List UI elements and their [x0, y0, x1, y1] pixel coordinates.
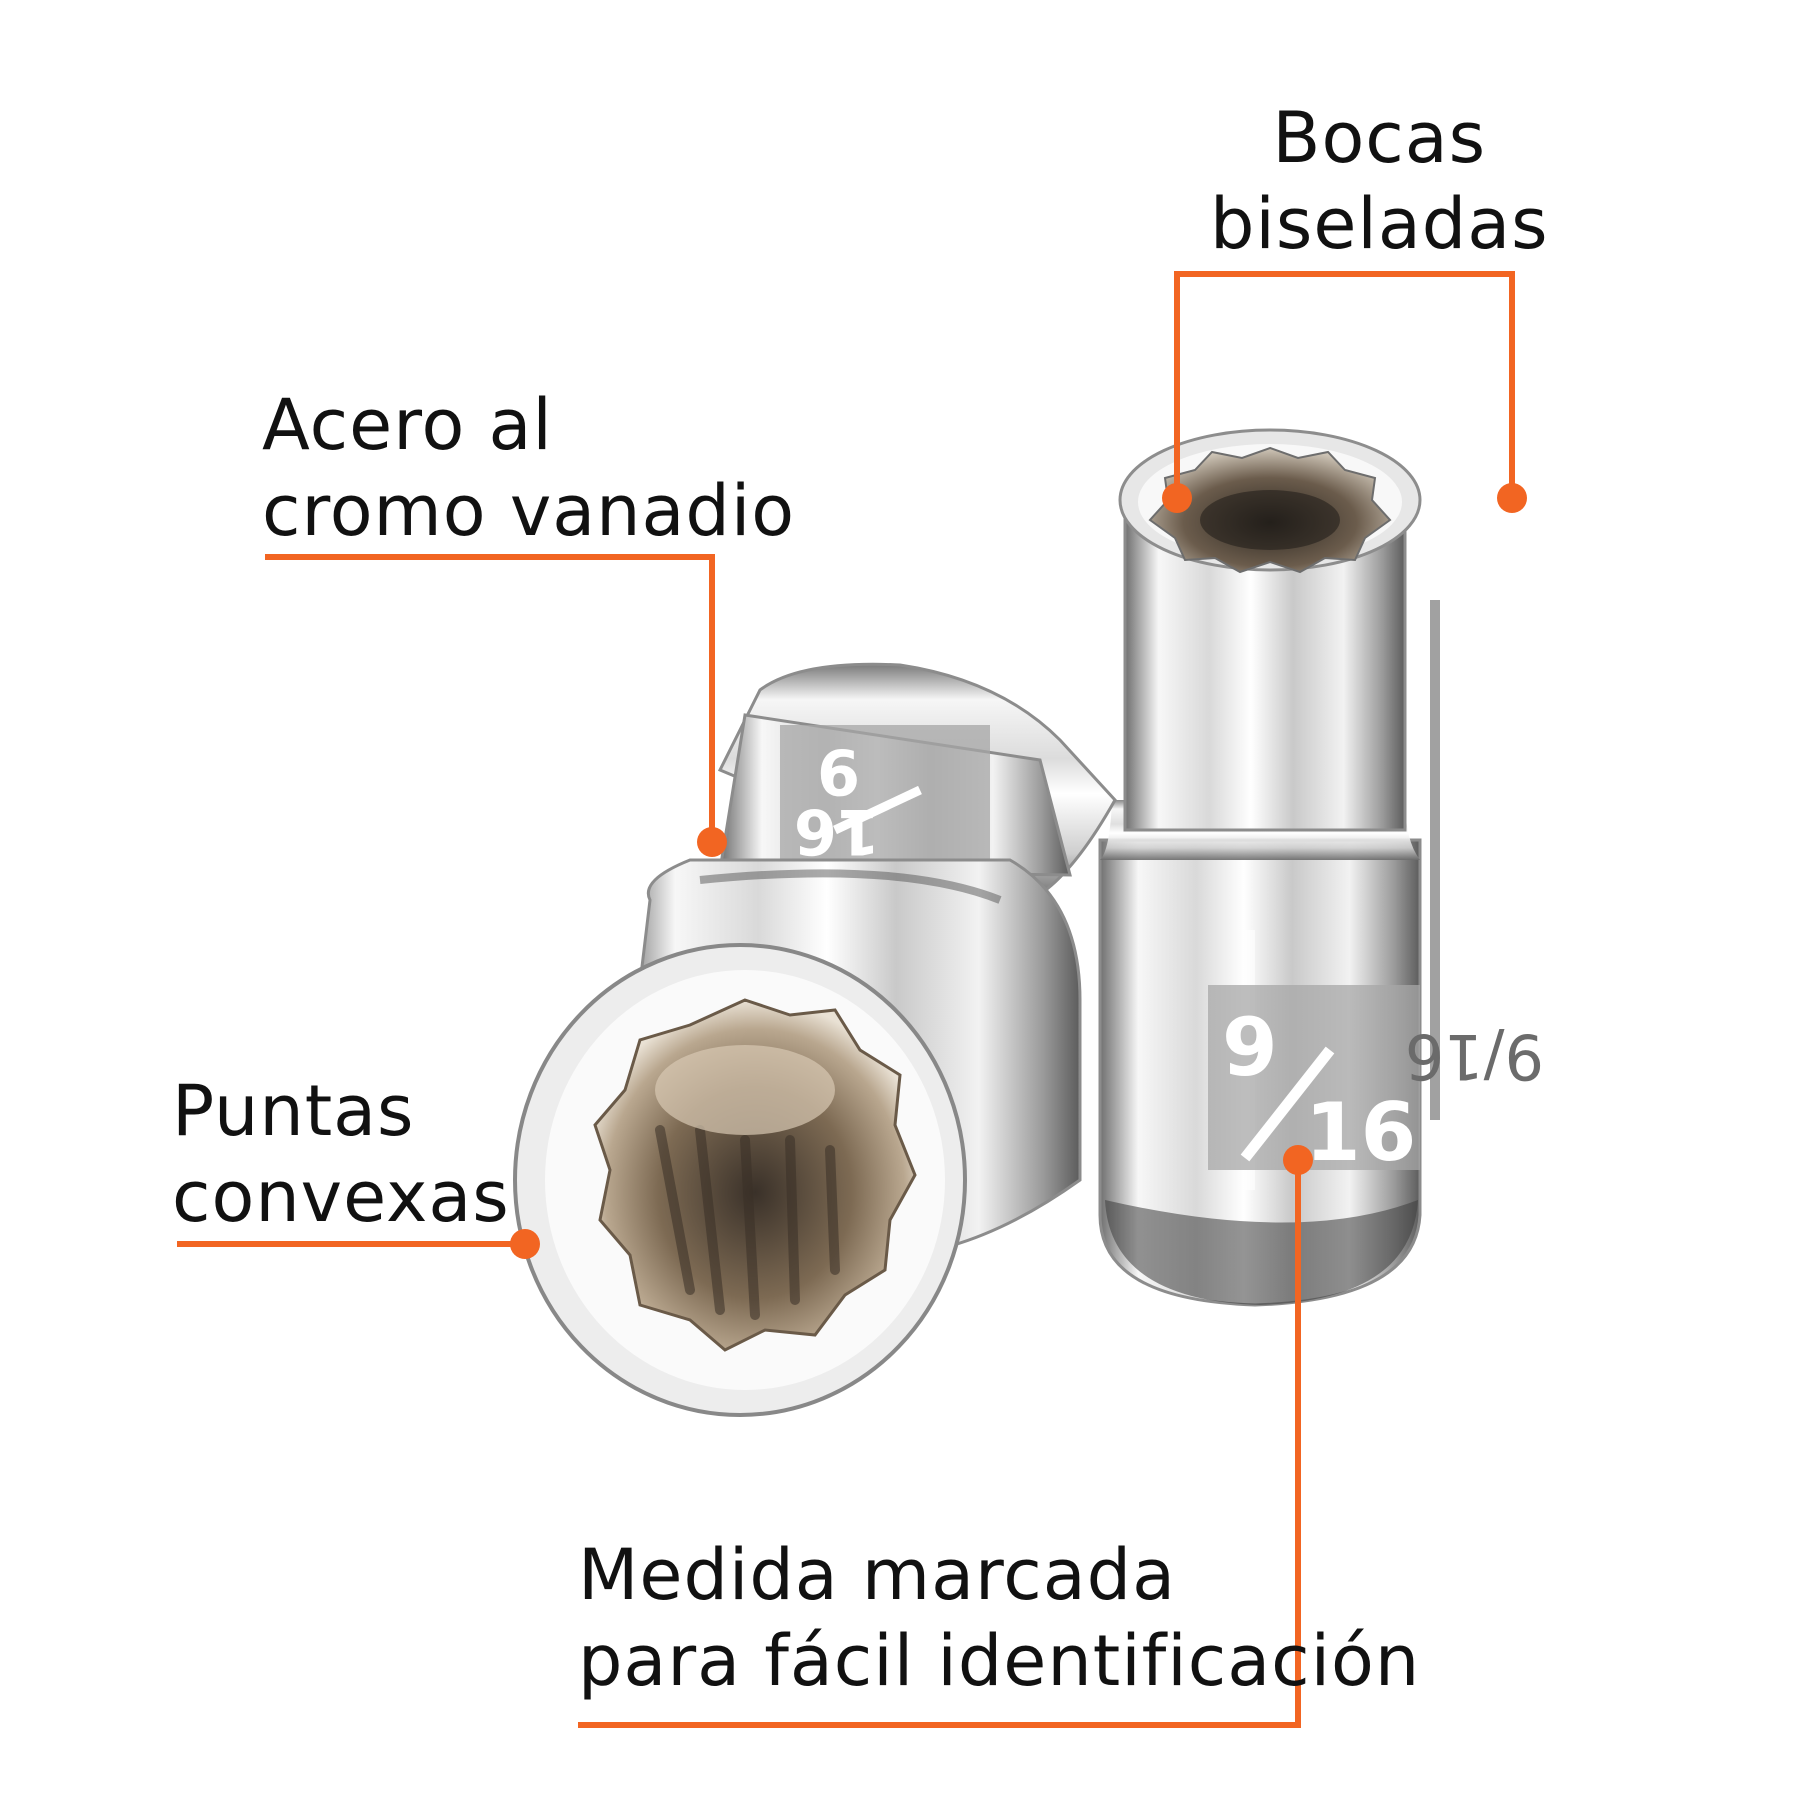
acero-dot — [697, 827, 727, 857]
acero-leader — [265, 554, 715, 842]
callout-acero-line2: cromo vanadio — [262, 470, 796, 552]
callout-bocas-line2: biseladas — [1210, 183, 1549, 265]
bocas-dot-left — [1162, 483, 1192, 513]
callout-medida-line2: para fácil identificación — [578, 1620, 1421, 1702]
size-marking-left: 9 16 — [780, 725, 990, 868]
callout-puntas-line1: Puntas — [172, 1070, 415, 1152]
callout-medida-line1: Medida marcada — [578, 1534, 1176, 1616]
callout-puntas: Puntas convexas — [172, 1068, 510, 1240]
callout-acero: Acero al cromo vanadio — [262, 382, 795, 554]
bocas-leader — [1174, 271, 1515, 498]
right-socket: 9 16 9/16 — [1098, 428, 1544, 1307]
size-marking-right: 9 16 — [1208, 985, 1420, 1179]
left-socket: 9 16 — [513, 662, 1117, 1417]
svg-text:9/16: 9/16 — [1405, 1020, 1544, 1093]
bocas-dot-right — [1497, 483, 1527, 513]
callout-acero-line1: Acero al — [262, 384, 553, 466]
callout-leaders — [177, 271, 1515, 1728]
medida-leader — [578, 1160, 1301, 1728]
size-numerator-left: 9 — [817, 735, 860, 808]
size-denominator-right: 16 — [1305, 1086, 1416, 1179]
size-denominator-left: 16 — [794, 795, 880, 868]
medida-dot — [1283, 1145, 1313, 1175]
callout-puntas-line2: convexas — [172, 1156, 510, 1238]
callout-dots — [510, 483, 1527, 1259]
callout-bocas: Bocas biseladas — [1210, 95, 1549, 267]
callout-bocas-line1: Bocas — [1272, 97, 1487, 179]
size-numerator-right: 9 — [1222, 1001, 1278, 1094]
callout-medida: Medida marcada para fácil identificación — [578, 1532, 1420, 1704]
puntas-dot — [510, 1229, 540, 1259]
